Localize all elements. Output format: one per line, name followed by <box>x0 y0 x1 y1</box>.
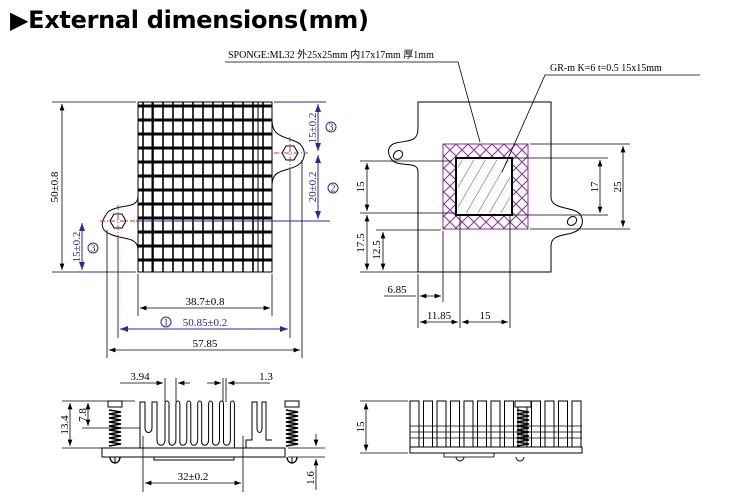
fin-profile-path <box>139 400 235 448</box>
right-top-dimension: 15±0.2 <box>307 113 319 144</box>
fin-profile-path <box>245 401 272 448</box>
heatsink-fin-grid <box>138 102 272 272</box>
callout-circle <box>160 316 172 328</box>
side-fin <box>571 400 582 448</box>
right-mounting-tab <box>271 119 305 186</box>
side-boss <box>443 452 495 458</box>
dim-11-85: 11.85 <box>427 310 452 322</box>
screw-head <box>455 456 465 462</box>
dim-15-left: 15 <box>355 181 367 193</box>
callout-circle <box>327 182 339 194</box>
dim-17-5: 17.5 <box>355 233 367 253</box>
left-bottom-dimension: 15±0.2 <box>71 232 83 263</box>
heatsink-outline <box>137 101 273 273</box>
overall-width-dimension: 57.85 <box>193 338 218 350</box>
side-fin <box>450 400 460 448</box>
base-boss <box>153 456 235 461</box>
fin-profile <box>139 400 272 448</box>
side-view: 15 <box>355 400 583 462</box>
total-height-dimension: 13.4 <box>59 415 71 435</box>
screw-head <box>284 400 300 408</box>
spring-screws <box>107 400 300 464</box>
screw-head <box>514 400 532 408</box>
left-mounting-tab <box>101 195 139 251</box>
screw-hole <box>566 216 578 226</box>
front-view: 3.94 1.3 13.4 7.8 32±0.2 1.6 <box>59 371 325 492</box>
side-fin <box>423 400 433 448</box>
callout-circle <box>325 121 337 133</box>
base-thickness-dimension: 1.6 <box>305 471 317 485</box>
side-fin <box>504 400 514 448</box>
sponge-annotation: SPONGE:ML32 外25x25mm 内17x17mm 厚1mm <box>228 48 434 61</box>
thermal-pad <box>458 160 510 213</box>
dim-6-85: 6.85 <box>387 284 407 296</box>
side-fins <box>409 400 582 448</box>
side-height-dimension: 15 <box>355 421 367 433</box>
thermal-pad-annotation: GR-m K=6 t=0.5 15x15mm <box>550 63 662 74</box>
fin-thickness-dimension: 1.3 <box>259 371 273 383</box>
side-fin <box>490 400 501 448</box>
right-mid-dimension: 20±0.2 <box>307 172 319 203</box>
base-plate-outline <box>388 101 583 273</box>
screw-hole <box>392 150 404 160</box>
side-base-plate <box>409 446 583 454</box>
fin-depth-dimension: 7.8 <box>77 408 89 422</box>
left-screw-hex <box>109 213 127 229</box>
side-fin <box>531 400 541 448</box>
callout-circle <box>87 242 99 254</box>
spring-icon <box>285 409 299 447</box>
side-fin <box>544 400 555 448</box>
page-title: ▶External dimensions(mm) <box>10 6 369 34</box>
dim-25: 25 <box>612 181 624 193</box>
bottom-face-view: SPONGE:ML32 外25x25mm 内17x17mm 厚1mm GR-m … <box>225 48 700 328</box>
side-fin <box>558 400 568 448</box>
callout-2: 2 <box>331 184 336 195</box>
dim-12-5: 12.5 <box>371 240 383 260</box>
spring-icon <box>516 409 530 447</box>
thermal-pad-leader <box>501 74 700 173</box>
dim-15-bottom: 15 <box>480 310 492 322</box>
hole-spacing-dimension: 50.85±0.2 <box>183 317 228 329</box>
sponge-leader <box>225 61 481 143</box>
side-fin <box>477 400 487 448</box>
base-plate <box>101 447 286 458</box>
screw-head <box>515 456 525 462</box>
fin-width-dimension: 38.7±0.8 <box>185 296 225 308</box>
dim-17: 17 <box>589 181 601 193</box>
fin-pitch-dimension: 3.94 <box>130 371 150 383</box>
screw-head <box>107 400 123 408</box>
side-fin <box>436 400 447 448</box>
height-dimension: 50±0.8 <box>49 171 61 202</box>
callout-1: 1 <box>164 318 169 329</box>
callout-3: 3 <box>91 244 96 255</box>
base-span-dimension: 32±0.2 <box>178 471 209 483</box>
side-fin <box>463 400 474 448</box>
callout-3: 3 <box>329 123 334 134</box>
top-view: 50±0.8 15±0.2 20±0.2 3 2 15±0.2 3 38.7±0… <box>49 101 339 358</box>
side-fin <box>409 400 420 448</box>
